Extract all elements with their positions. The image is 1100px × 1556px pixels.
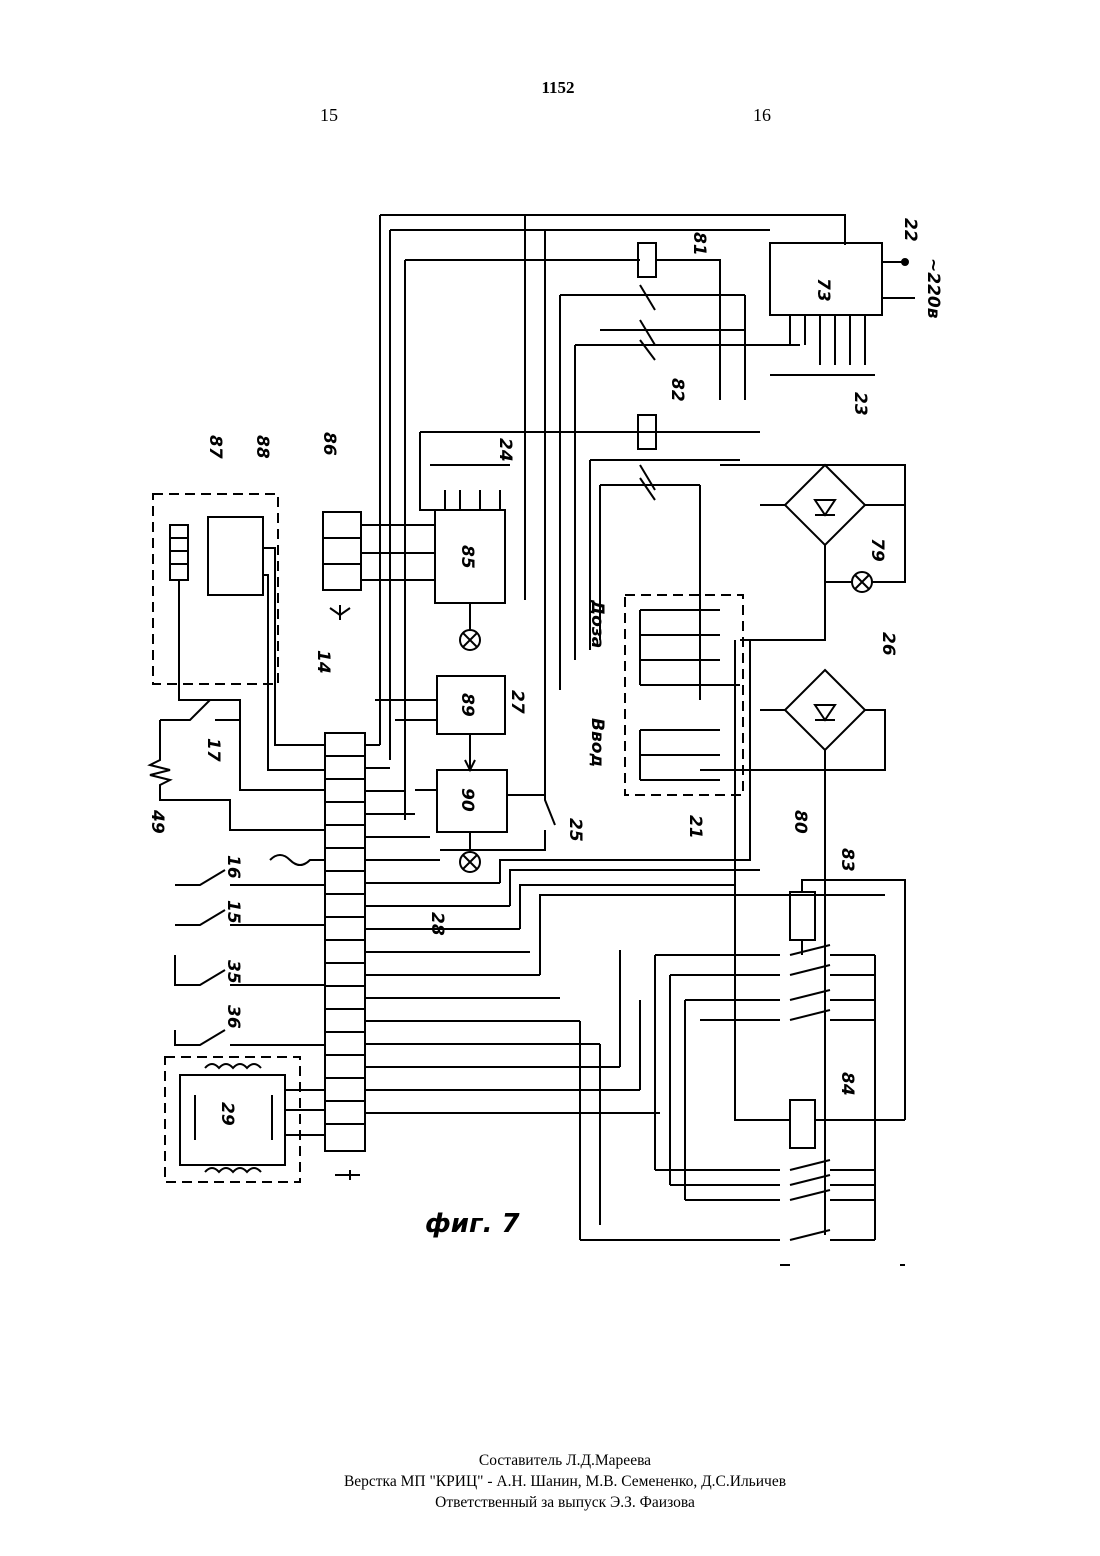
label-vvod: Ввод	[587, 718, 607, 767]
label-29: 29	[217, 1102, 237, 1126]
label-28: 28	[427, 912, 447, 936]
relay-84	[790, 1100, 815, 1148]
label-84: 84	[837, 1072, 857, 1096]
credit-compiler: Составитель Л.Д.Мареева	[0, 1451, 1100, 1471]
switch-16	[175, 870, 325, 885]
label-87: 87	[205, 435, 225, 459]
switch-block-21	[625, 595, 743, 795]
arrow-strip	[335, 1170, 360, 1180]
relay-81-contacts	[560, 285, 800, 360]
label-81: 81	[689, 232, 709, 256]
label-86: 86	[319, 432, 339, 456]
label-24: 24	[495, 438, 515, 462]
label-14: 14	[313, 650, 333, 674]
switch-35	[175, 955, 325, 985]
dashed-box-87-88	[153, 494, 278, 684]
resistor-49	[150, 720, 325, 830]
lamp-26-wiring	[825, 505, 905, 582]
bridge-79	[785, 465, 865, 545]
switch-36	[175, 1030, 325, 1045]
label-36: 36	[223, 1005, 243, 1029]
label-88: 88	[252, 435, 272, 459]
block-88	[208, 517, 263, 595]
label-22: 22	[900, 218, 920, 242]
relay-82-contacts	[590, 460, 740, 500]
label-26: 26	[878, 632, 898, 656]
bridge-80	[785, 670, 865, 750]
strip-fanout	[365, 745, 660, 1113]
supply-220v-wires	[882, 262, 915, 298]
label-49: 49	[147, 809, 167, 834]
label-80: 80	[790, 810, 810, 834]
block-86	[323, 512, 361, 590]
block-87	[170, 525, 188, 580]
arrow-86	[330, 605, 350, 620]
label-doza: Доза	[587, 599, 607, 648]
label-89: 89	[457, 693, 477, 717]
figure-caption: фиг. 7	[425, 1209, 521, 1239]
block-87-88-wiring	[179, 548, 325, 790]
relay-83	[790, 892, 815, 940]
block-89-90-wiring	[375, 700, 545, 850]
label-83: 83	[837, 848, 857, 872]
bridge-79-diode	[815, 500, 835, 515]
terminal-strip-14	[325, 733, 365, 1151]
bridge-80-wiring	[700, 710, 885, 1235]
motor-29-wiring	[285, 1090, 325, 1135]
label-82: 82	[667, 378, 687, 402]
label-23: 23	[850, 392, 870, 416]
bus-vertical-left	[380, 215, 405, 820]
label-27: 27	[507, 690, 527, 714]
switch-17	[160, 700, 240, 720]
label-21: 21	[685, 815, 705, 839]
bus-vertical-mid	[525, 215, 545, 790]
credit-layout: Верстка МП "КРИЦ" - А.Н. Шанин, М.В. Сем…	[0, 1472, 1100, 1492]
label-17: 17	[203, 738, 223, 762]
label-85: 85	[457, 545, 477, 569]
label-35: 35	[223, 960, 243, 984]
label-25: 25	[565, 818, 585, 842]
bridge-80-diode	[815, 705, 835, 720]
credit-responsible: Ответственный за выпуск Э.З. Фаизова	[0, 1493, 1100, 1513]
label-90: 90	[457, 788, 477, 812]
switch-block-21-contacts	[640, 610, 740, 780]
switch-15	[175, 910, 325, 925]
label-220v: ~220в	[923, 258, 943, 319]
relay-84-contacts	[580, 1160, 875, 1240]
relay-83-wiring	[655, 880, 905, 1200]
label-79: 79	[867, 538, 887, 562]
label-15: 15	[223, 900, 243, 924]
relay-81	[638, 243, 656, 277]
block-85-wiring	[420, 432, 510, 630]
coil-3	[270, 855, 325, 865]
label-73: 73	[813, 278, 833, 302]
label-16: 16	[223, 855, 243, 879]
